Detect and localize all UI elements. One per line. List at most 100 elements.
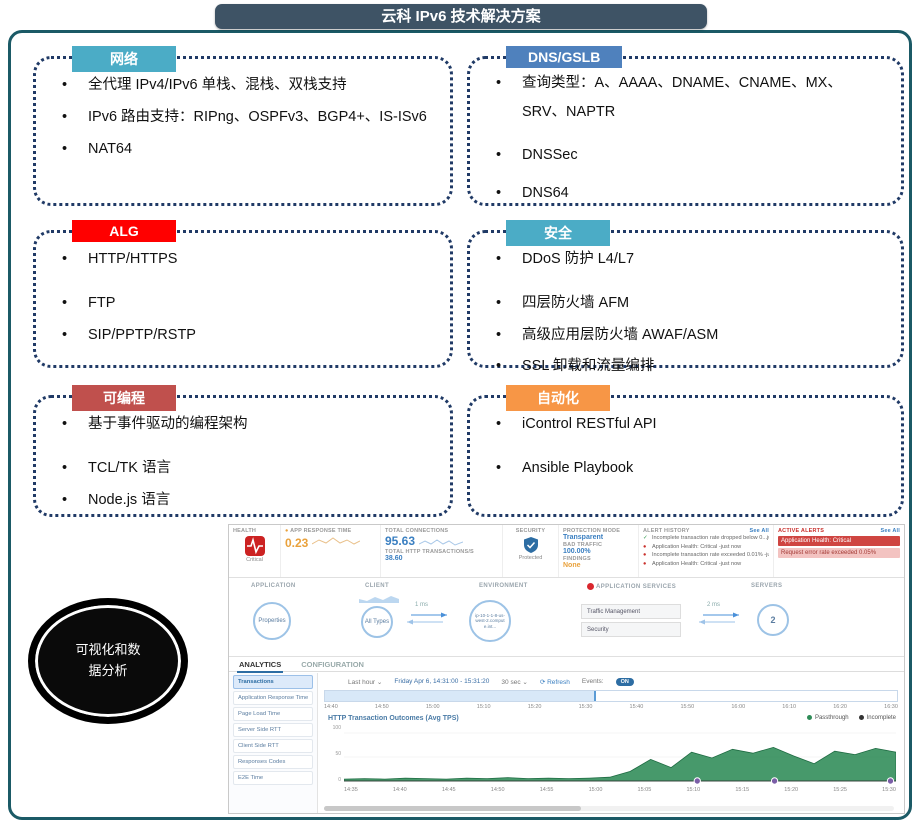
refresh-button[interactable]: ⟳ Refresh: [539, 678, 570, 686]
y-tick: 100: [332, 725, 341, 731]
bullet-icon: •: [496, 147, 502, 163]
list-item-text: HTTP/HTTPS: [88, 251, 178, 267]
transactions-label: TOTAL HTTP TRANSACTIONS/S: [385, 549, 474, 555]
alert-history-text: Application Health: Critical -just now: [652, 560, 742, 567]
alert-history-text: Incomplete transaction rate dropped belo…: [652, 535, 769, 541]
list-item-text: NAT64: [88, 140, 133, 157]
bullet-icon: •: [62, 140, 68, 157]
tab-bar: ANALYTICS CONFIGURATION: [229, 656, 904, 673]
security-tile[interactable]: SECURITY Protected: [503, 525, 559, 577]
x-tick: 15:05: [637, 787, 652, 793]
time-controls: Last hour ⌄ Friday Apr 6, 14:31:00 - 15:…: [348, 675, 898, 688]
alert-dot-icon: ●: [643, 560, 647, 567]
connections-tile[interactable]: TOTAL CONNECTIONS 95.63 TOTAL HTTP TRANS…: [381, 525, 503, 577]
list-item-text: 四层防火墙 AFM: [522, 294, 630, 311]
horizontal-scrollbar[interactable]: [324, 806, 894, 811]
health-label: HEALTH: [233, 528, 257, 534]
app-response-tile[interactable]: ● APP RESPONSE TIME 0.23: [281, 525, 381, 577]
annotation-line2: 据分析: [88, 663, 128, 678]
sidebar-item-client-side-rtt[interactable]: Client Side RTT: [233, 739, 313, 753]
health-tile[interactable]: HEALTH Critical: [229, 525, 281, 577]
list-item-text: IPv6 路由支持：RIPng、OSPFv3、BGP4+、IS-ISv6: [88, 108, 427, 125]
servers-node[interactable]: 2: [757, 604, 789, 636]
service-traffic-management[interactable]: Traffic Management: [581, 604, 681, 619]
bullet-icon: •: [62, 491, 68, 508]
list-item: •DDoS 防护 L4/L7: [496, 249, 883, 271]
sidebar-item-server-side-rtt[interactable]: Server Side RTT: [233, 723, 313, 737]
check-icon: ✓: [643, 535, 648, 541]
alert-history-text: Application Health: Critical -just now: [652, 543, 742, 550]
feature-box-programmability: 可编程 •基于事件驱动的编程架构 •TCL/TK 语言 •Node.js 语言: [33, 385, 453, 517]
range-select[interactable]: Last hour ⌄: [348, 678, 383, 686]
tab-analytics[interactable]: ANALYTICS: [237, 656, 284, 673]
bullet-icon: •: [496, 416, 502, 432]
sidebar-item-transactions[interactable]: Transactions: [233, 675, 313, 689]
tps-chart-area: 100 50 0: [333, 725, 896, 785]
feature-box-alg-label: ALG: [72, 220, 176, 242]
timeline-tick: 15:20: [527, 704, 542, 710]
legend-passthrough[interactable]: Passthrough: [806, 715, 849, 722]
alert-history-item: ●Application Health: Critical -just now: [643, 543, 769, 552]
x-tick: 15:10: [686, 787, 701, 793]
service-security[interactable]: Security: [581, 622, 681, 637]
events-toggle[interactable]: ON: [615, 677, 634, 686]
application-node[interactable]: Properties: [253, 602, 291, 640]
x-tick: 15:20: [784, 787, 799, 793]
scrollbar-thumb[interactable]: [324, 806, 581, 811]
sidebar-item-e2e-time[interactable]: E2E Time: [233, 771, 313, 785]
bullet-icon: •: [496, 358, 502, 375]
bullet-icon: •: [62, 251, 68, 267]
timeline-tick: 16:00: [731, 704, 746, 710]
topology-header-client: CLIENT: [365, 583, 390, 589]
timeline-slider[interactable]: [324, 690, 898, 702]
visualization-annotation: 可视化和数 据分析: [28, 598, 188, 724]
list-item: •FTP: [62, 293, 432, 315]
timeline-tick: 15:10: [476, 704, 491, 710]
alert-history-see-all[interactable]: See All: [749, 528, 769, 534]
timeline-selection[interactable]: [325, 691, 596, 701]
active-alerts-see-all[interactable]: See All: [880, 528, 900, 534]
list-item: • iControl RESTful API: [496, 414, 883, 436]
topology-map: APPLICATION CLIENT ENVIRONMENT APPLICATI…: [229, 578, 904, 657]
bad-traffic-label: BAD TRAFFIC: [563, 542, 603, 548]
chart-x-labels: 14:35 14:40 14:45 14:50 14:55 15:00 15:0…: [344, 787, 896, 793]
tab-configuration[interactable]: CONFIGURATION: [301, 660, 364, 669]
feature-box-automation: 自动化 •iControl RESTful API •Ansible Playb…: [467, 385, 904, 517]
sidebar-item-app-response-time[interactable]: Application Response Time: [233, 691, 313, 705]
environment-node[interactable]: ip-10-1-1-8-us-west-2.compute.int...: [469, 600, 511, 642]
active-alert-critical[interactable]: Application Health: Critical: [778, 536, 900, 546]
timeline-tick: 15:50: [680, 704, 695, 710]
list-item-text: 高级应用层防火墙 AWAF/ASM: [522, 326, 719, 343]
feature-box-programmability-label: 可编程: [72, 385, 176, 411]
refresh-icon: ⟳: [539, 678, 546, 686]
feature-box-automation-label: 自动化: [506, 385, 610, 411]
list-item: •SIP/PPTP/RSTP: [62, 325, 432, 347]
feature-list: •iControl RESTful API •Ansible Playbook: [470, 398, 901, 480]
bullet-icon: •: [62, 416, 68, 432]
findings-label: FINDINGS: [563, 556, 591, 562]
legend-incomplete[interactable]: Incomplete: [858, 715, 896, 722]
interval-select[interactable]: 30 sec ⌄: [501, 678, 528, 686]
chart-legend: Passthrough Incomplete: [806, 715, 896, 722]
sidebar-item-page-load-time[interactable]: Page Load Time: [233, 707, 313, 721]
security-label: SECURITY: [515, 528, 546, 534]
list-item-text: iControl RESTful API: [522, 416, 657, 432]
topology-header-environment: ENVIRONMENT: [479, 583, 528, 589]
active-alert-warning[interactable]: Request error rate exceeded 0.05%: [778, 548, 900, 558]
client-node[interactable]: All Types: [361, 606, 393, 638]
x-tick: 15:25: [833, 787, 847, 793]
protection-mode-label: PROTECTION MODE: [563, 528, 621, 534]
connections-value: 95.63: [385, 534, 416, 548]
protection-mode-value: Transparent: [563, 534, 604, 541]
list-item-text: 基于事件驱动的编程架构: [88, 416, 248, 432]
feature-box-dns-gslb: DNS/GSLB •查询类型：A、AAAA、DNAME、CNAME、MX、SRV…: [467, 46, 904, 206]
services-server-arrows: [699, 612, 739, 625]
timeline-tick: 15:40: [629, 704, 644, 710]
chevron-down-icon: ⌄: [522, 678, 528, 686]
sidebar-item-responses-codes[interactable]: Responses Codes: [233, 755, 313, 769]
timeline-tick: 15:30: [578, 704, 593, 710]
feature-box-security-label: 安全: [506, 220, 610, 246]
list-item-text: 全代理 IPv4/IPv6 单栈、混栈、双栈支持: [88, 77, 347, 93]
metrics-sidebar: Transactions Application Response Time P…: [229, 673, 318, 813]
